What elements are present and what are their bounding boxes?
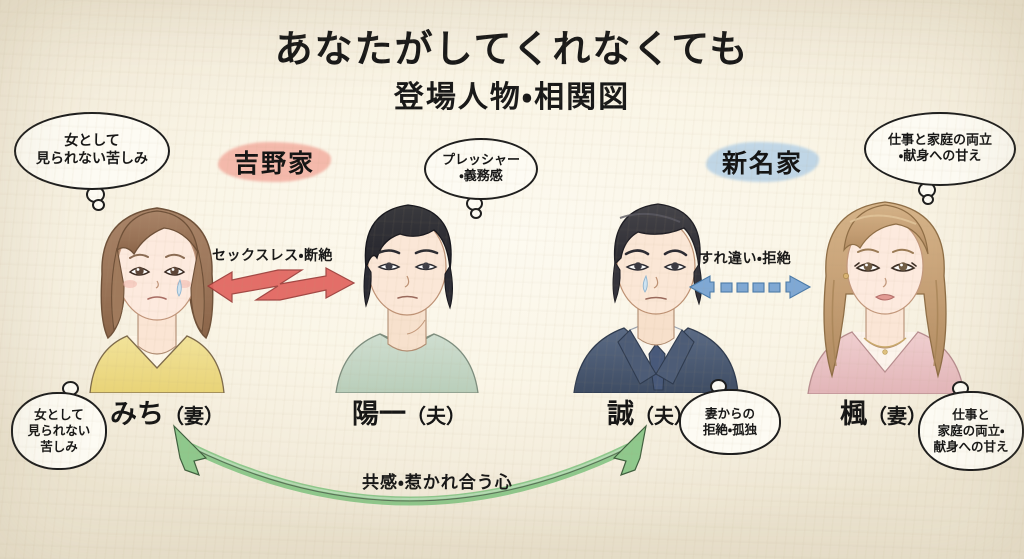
bubble-line: 女として	[34, 407, 84, 423]
family-tag-niina: 新名家	[706, 140, 820, 185]
relation-label-makoto-kaede: すれ違い・拒絶	[699, 251, 792, 267]
bubble-line: 見られない	[27, 423, 91, 439]
bubble-line: ・献身への甘え	[898, 149, 982, 164]
character-role: （妻）	[867, 404, 927, 428]
portrait-makoto	[573, 203, 739, 393]
thought-bubble-yoichi-top: プレッシャー ・義務感	[424, 138, 538, 200]
bubble-line: ・義務感	[459, 169, 503, 184]
thought-bubble-michi-bottom: 女として 見られない 苦しみ	[11, 392, 107, 470]
thought-bubble-makoto-bottom: 妻からの 拒絶・孤独	[679, 389, 781, 455]
bubble-line: 見られない苦しみ	[36, 151, 148, 167]
character-name: 誠	[607, 399, 634, 430]
bubble-line: 仕事と	[952, 407, 990, 423]
bubble-line: 妻からの	[704, 406, 755, 422]
bubble-tail	[922, 194, 934, 205]
thought-bubble-michi-top: 女として 見られない苦しみ	[14, 112, 170, 190]
name-label-michi: みち（妻）	[110, 392, 224, 431]
family-tag-yoshino: 吉野家	[218, 140, 332, 185]
bubble-line: 仕事と家庭の両立	[887, 132, 992, 148]
bubble-tail	[470, 208, 482, 219]
relation-arrow-makoto-kaede	[688, 275, 812, 299]
relation-arrow-michi-yoichi	[206, 266, 356, 304]
character-name: 陽一	[352, 399, 406, 430]
bubble-line: 献身への甘え	[933, 438, 1009, 454]
name-label-kaede: 楓（妻）	[840, 392, 927, 431]
name-label-yoichi: 陽一（夫）	[352, 392, 466, 431]
family-tag-label: 吉野家	[234, 149, 316, 178]
family-tag-label: 新名家	[722, 149, 804, 178]
page-title: あなたがしてくれなくても	[274, 27, 750, 71]
portrait-michi	[89, 207, 225, 393]
relation-label-michi-yoichi: セックスレス・断絶	[212, 248, 333, 264]
bubble-line: 苦しみ	[40, 438, 78, 454]
bubble-line: 家庭の両立・	[937, 423, 1005, 439]
character-role: （妻）	[164, 404, 224, 428]
relation-arrow-michi-makoto	[173, 424, 647, 506]
character-name: 楓	[840, 399, 867, 430]
bubble-line: 女として	[64, 133, 120, 150]
bubble-line: プレッシャー	[441, 152, 520, 168]
thought-bubble-kaede-top: 仕事と家庭の両立 ・献身への甘え	[864, 112, 1016, 186]
bubble-line: 拒絶・孤独	[702, 422, 758, 437]
character-name: みち	[110, 399, 164, 430]
name-label-makoto: 誠（夫）	[607, 392, 694, 431]
bubble-tail	[92, 199, 105, 211]
portrait-yoichi	[335, 204, 479, 393]
character-role: （夫）	[406, 404, 466, 428]
page-subtitle: 登場人物・相関図	[393, 80, 631, 115]
relation-label-michi-makoto: 共感・惹かれ合う心	[362, 473, 513, 493]
portrait-kaede	[807, 201, 965, 394]
thought-bubble-kaede-bottom: 仕事と 家庭の両立・ 献身への甘え	[918, 391, 1024, 471]
character-role: （夫）	[634, 404, 694, 428]
